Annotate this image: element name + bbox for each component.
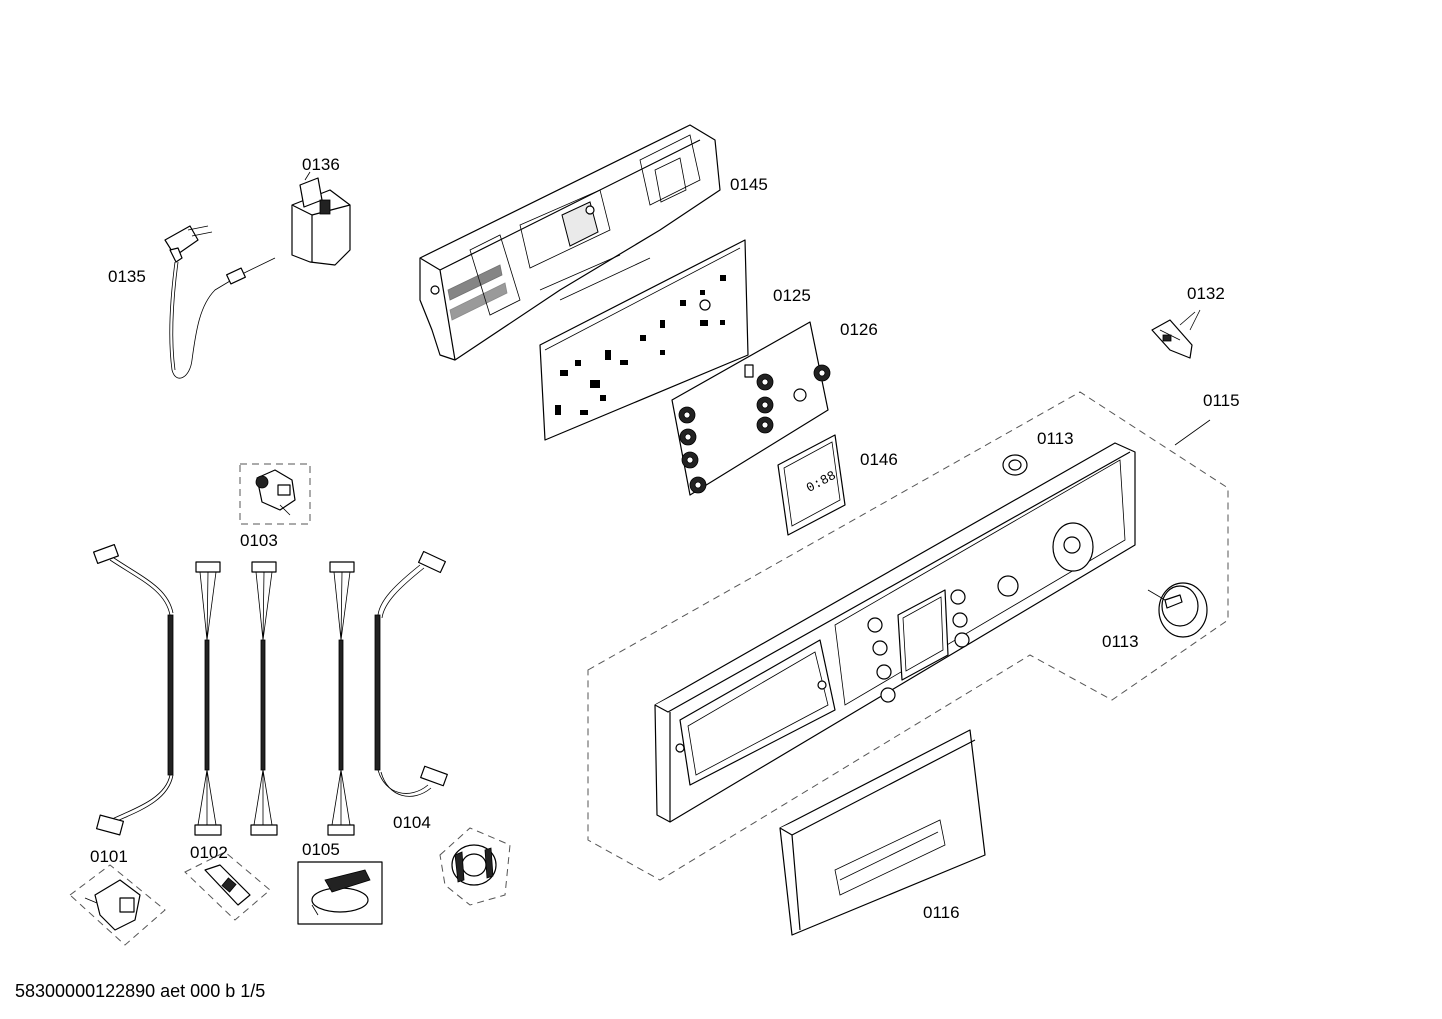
- part-label-0126: 0126: [840, 320, 878, 339]
- program-selector-knob-part: [1147, 582, 1208, 638]
- part-label-0146: 0146: [860, 450, 898, 469]
- interference-suppressor-part: [291, 171, 351, 266]
- motor-part: [439, 827, 511, 906]
- part-label-0102: 0102: [190, 843, 228, 862]
- part-label-0125: 0125: [773, 286, 811, 305]
- part-label-0115: 0115: [1203, 391, 1240, 410]
- display-module-part: 0:88: [777, 434, 846, 536]
- wiring-harness-0104: [374, 550, 448, 797]
- detergent-drawer-handle-part: [779, 729, 986, 936]
- power-cord-part: [164, 225, 276, 379]
- wiring-harness-0102: [194, 561, 222, 836]
- part-label-0145: 0145: [730, 175, 768, 194]
- wiring-harness-0105-a: [250, 561, 278, 836]
- part-label-0116: 0116: [923, 903, 960, 922]
- button-circuit-board-part: [671, 321, 831, 496]
- part-label-0113-top: 0113: [1037, 429, 1074, 448]
- part-label-0132: 0132: [1187, 284, 1225, 303]
- pressure-switch-part: [297, 861, 383, 925]
- part-label-0103: 0103: [240, 531, 278, 550]
- part-label-0135: 0135: [108, 267, 146, 286]
- wiring-harness-0101: [93, 543, 174, 836]
- control-module-housing-part: [419, 124, 721, 361]
- sensor-part-bottom: [184, 851, 271, 921]
- knob-insert-part: [1002, 454, 1028, 476]
- wiring-harness-0105-b: [327, 561, 355, 836]
- part-label-0113-right: 0113: [1102, 632, 1139, 651]
- part-label-0105: 0105: [302, 840, 340, 859]
- part-label-0101: 0101: [90, 847, 128, 866]
- drawing-reference-footer: 58300000122890 aet 000 b 1/5: [15, 981, 266, 1001]
- part-label-0136: 0136: [302, 155, 340, 174]
- sensor-part-0103: [239, 463, 311, 525]
- main-circuit-board-part: [539, 239, 749, 441]
- valve-part-left: [69, 864, 166, 946]
- part-label-0104: 0104: [393, 813, 431, 832]
- retaining-clip-part: [1151, 311, 1196, 359]
- fascia-panel-part: [587, 391, 1229, 881]
